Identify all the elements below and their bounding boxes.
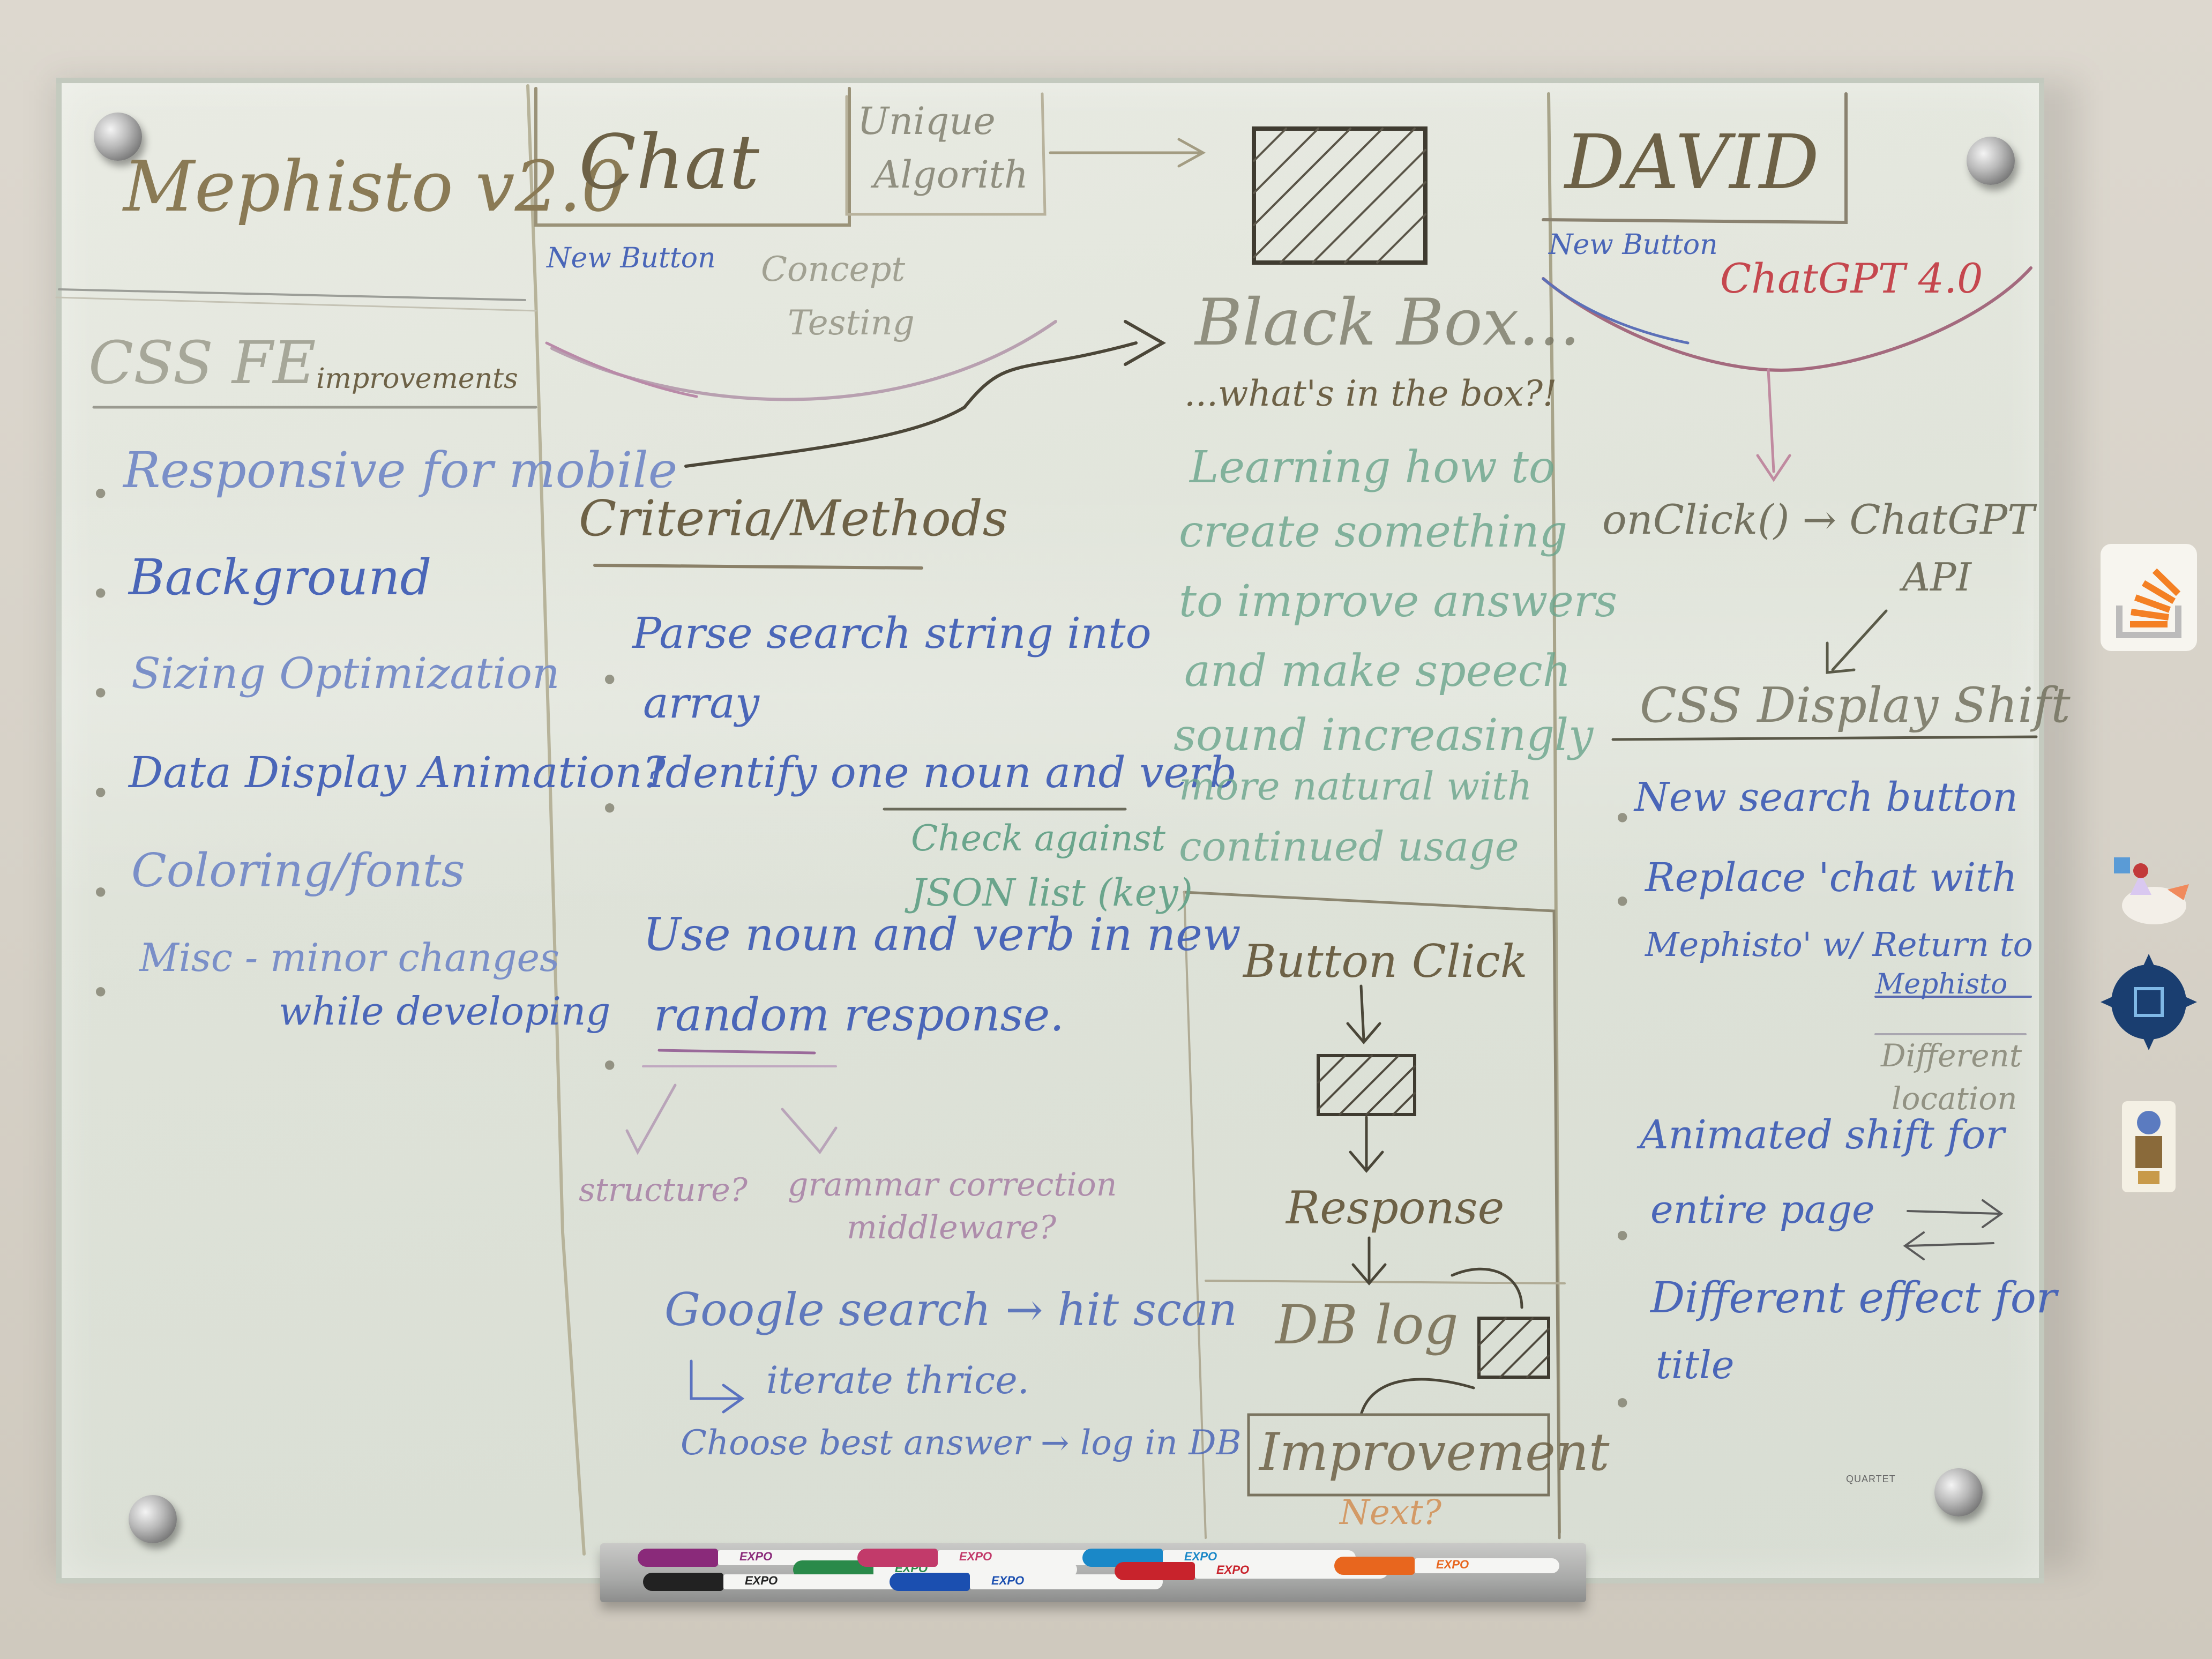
display-item-3b: entire page [1650,1187,1875,1232]
learning-line-1: Learning how to [1190,442,1556,493]
criteria-item-1b: array [643,678,760,728]
chat-heading: Chat [579,119,760,206]
unique-label: Unique [857,99,996,143]
criteria-item-1: Parse search string into [632,608,1152,658]
board-glare [56,482,2034,911]
glass-whiteboard [56,78,2044,1583]
display-item-2: Replace 'chat with [1645,855,2017,901]
brand-logo: QUARTET [1846,1474,1896,1484]
learning-line-6: more natural with [1179,764,1533,809]
marker[interactable]: EXPO [857,1549,1136,1567]
flow-response: Response [1286,1182,1505,1234]
fe-item-6: Misc - minor changes [139,935,560,980]
flow-db-log: DB log [1275,1294,1459,1356]
grammar-label: grammar correction [788,1166,1117,1204]
zelda-sticker-icon [2122,1101,2176,1192]
display-item-2c: Mephisto [1875,968,2008,1000]
unicorn-sticker-icon [2114,857,2189,924]
criteria-heading: Criteria/Methods [579,490,1008,547]
api-label: API [1902,555,1971,600]
mounting-standoff [1934,1468,1983,1516]
criteria-item-4: Google search → hit scan [664,1283,1238,1336]
learning-line-2: create something [1179,506,1568,557]
fe-item-4: Data Display Animation? [129,748,666,797]
mounting-standoff [94,113,142,161]
display-item-3: Animated shift for [1640,1112,2005,1158]
fe-bullets: • • • • • • [91,476,110,1012]
middleware-label: middleware? [847,1209,1057,1246]
chatgpt-label: ChatGPT 4.0 [1720,255,1983,302]
fe-item-1: Responsive for mobile [123,442,678,499]
board-title: Mephisto v2.0 [123,146,626,227]
fe-item-5: Coloring/fonts [131,844,465,898]
display-different: Different [1881,1037,2022,1074]
criteria-item-5: Choose best answer → log in DB [681,1423,1242,1463]
flow-improvement: Improvement [1259,1422,1610,1482]
criteria-item-4b: iterate thrice. [766,1358,1029,1402]
criteria-item-3: Use noun and verb in new [643,908,1241,961]
black-box-label: Black Box... [1195,286,1580,360]
display-location: location [1892,1080,2017,1117]
flow-next: Next? [1340,1493,1441,1533]
criteria-bullets: • • • [600,662,619,1085]
css-fe-heading: CSS FE [88,328,316,397]
display-item-2b: Mephisto' w/ Return to [1645,925,2033,964]
new-button-note-left: New Button [547,242,716,274]
criteria-check-against: Check against [911,818,1165,859]
concept-label: Concept [761,250,906,289]
whats-in-box-label: ...what's in the box?! [1184,373,1557,414]
mounting-standoff [1967,137,2015,185]
display-bullets: • • • • [1613,800,1632,1423]
criteria-item-2: Identify one noun and verb [648,748,1237,797]
fe-item-7: while developing [279,989,611,1034]
css-display-heading: CSS Display Shift [1640,677,2071,734]
learning-line-3: to improve answers [1179,576,1618,627]
learning-line-7: continued usage [1179,823,1519,870]
display-item-1: New search button [1634,774,2019,820]
criteria-json-list: JSON list (key) [911,871,1193,915]
stackoverflow-sticker-icon [2101,544,2197,651]
testing-label: Testing [788,303,915,343]
fe-item-2: Background [129,549,432,606]
lotus-sticker-icon [2101,954,2197,1050]
new-button-note-right: New Button [1549,229,1718,261]
mounting-standoff [129,1495,177,1543]
algorithm-label: Algorith [873,153,1028,197]
learning-line-5: sound increasingly [1174,710,1594,761]
flow-button-click: Button Click [1243,935,1528,988]
criteria-item-3b: random response. [654,989,1064,1041]
onclick-label: onClick() → ChatGPT [1602,496,2035,543]
display-item-4: Different effect for [1650,1273,2057,1322]
fe-item-3: Sizing Optimization [131,648,560,698]
learning-line-4: and make speech [1184,646,1571,697]
david-heading: DAVID [1565,119,1820,206]
marker[interactable]: EXPO [1334,1557,1565,1575]
improvements-label: improvements [316,363,518,395]
structure-label: structure? [579,1171,748,1209]
display-item-4b: title [1656,1342,1735,1387]
